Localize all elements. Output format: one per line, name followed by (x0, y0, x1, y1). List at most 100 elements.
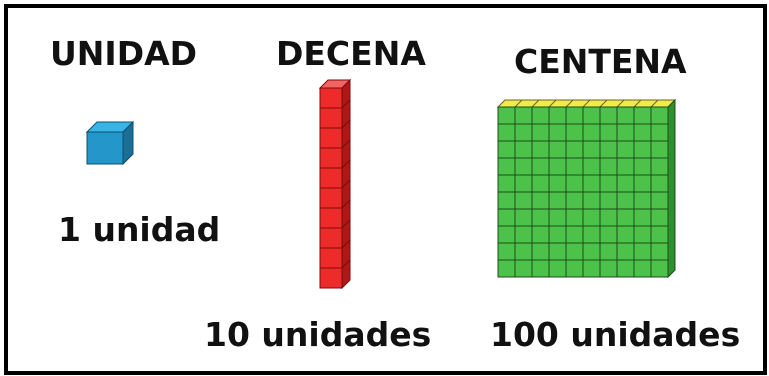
hundred-flat-cell (616, 225, 635, 244)
hundred-flat-top-line (582, 99, 591, 108)
hundred-flat-cell (650, 157, 669, 176)
hundred-flat-cell (633, 123, 652, 142)
hundred-flat-cell (497, 174, 516, 193)
hundred-flat-cell (616, 123, 635, 142)
hundred-flat-cell (616, 174, 635, 193)
hundred-flat (496, 98, 677, 279)
hundred-flat-cell (633, 208, 652, 227)
hundred-flat-cell (565, 242, 584, 261)
hundred-flat-cell (599, 174, 618, 193)
hundred-flat-cell (514, 123, 533, 142)
hundred-flat-cell (497, 157, 516, 176)
hundred-flat-top-line (599, 99, 608, 108)
hundred-flat-cell (599, 123, 618, 142)
heading-centena: CENTENA (514, 42, 687, 81)
hundred-flat-cell (599, 140, 618, 159)
hundred-flat-cell (616, 259, 635, 278)
hundred-flat-cell (531, 191, 550, 210)
hundred-flat-cell (650, 242, 669, 261)
caption-centena: 100 unidades (490, 315, 741, 354)
hundred-flat-top-line (531, 99, 540, 108)
hundred-flat-cell (582, 208, 601, 227)
hundred-flat-cell (531, 225, 550, 244)
ten-rod-cube-side (341, 258, 351, 290)
hundred-flat-top-line (548, 99, 557, 108)
hundred-flat-cell (582, 123, 601, 142)
hundred-flat-cell (650, 106, 669, 125)
ten-rod-cube (319, 247, 343, 269)
caption-decena: 10 unidades (204, 315, 432, 354)
hundred-flat-cell (565, 208, 584, 227)
hundred-flat-top-line (633, 99, 642, 108)
hundred-flat-cell (497, 140, 516, 159)
hundred-flat-cell (633, 242, 652, 261)
hundred-flat-cell (633, 174, 652, 193)
hundred-flat-cell (531, 123, 550, 142)
hundred-flat-cell (565, 106, 584, 125)
hundred-flat-cell (565, 123, 584, 142)
hundred-flat-cell (548, 174, 567, 193)
caption-unidad: 1 unidad (58, 210, 221, 249)
hundred-flat-side (667, 98, 676, 279)
ten-rod-cube (319, 127, 343, 149)
hundred-flat-cell (616, 106, 635, 125)
hundred-flat-cell (582, 242, 601, 261)
hundred-flat-cell (650, 208, 669, 227)
unit-cube-front (86, 131, 124, 165)
hundred-flat-cell (582, 106, 601, 125)
hundred-flat-cell (650, 140, 669, 159)
hundred-flat-cell (565, 191, 584, 210)
ten-rod-cube (319, 207, 343, 229)
hundred-flat-cell (548, 191, 567, 210)
hundred-flat-cell (531, 242, 550, 261)
ten-rod (318, 78, 352, 290)
hundred-flat-cell (531, 106, 550, 125)
hundred-flat-cell (616, 191, 635, 210)
hundred-flat-cell (582, 259, 601, 278)
hundred-flat-cell (497, 123, 516, 142)
hundred-flat-cell (531, 140, 550, 159)
ten-rod-cube (319, 187, 343, 209)
hundred-flat-cell (565, 157, 584, 176)
hundred-flat-cell (548, 106, 567, 125)
hundred-flat-cell (531, 157, 550, 176)
hundred-flat-cell (650, 191, 669, 210)
hundred-flat-cell (531, 208, 550, 227)
hundred-flat-cell (514, 191, 533, 210)
hundred-flat-cell (582, 174, 601, 193)
hundred-flat-top-line (616, 99, 625, 108)
hundred-flat-cell (633, 157, 652, 176)
hundred-flat-cell (633, 259, 652, 278)
hundred-flat-cell (497, 242, 516, 261)
hundred-flat-cell (650, 174, 669, 193)
hundred-flat-cell (548, 242, 567, 261)
hundred-flat-cell (514, 208, 533, 227)
hundred-flat-cell (582, 225, 601, 244)
hundred-flat-cell (548, 123, 567, 142)
ten-rod-cube (319, 227, 343, 249)
hundred-flat-cell (582, 157, 601, 176)
hundred-flat-cell (497, 208, 516, 227)
hundred-flat-cell (514, 157, 533, 176)
hundred-flat-cell (633, 191, 652, 210)
hundred-flat-cell (599, 259, 618, 278)
hundred-flat-cell (548, 140, 567, 159)
hundred-flat-cell (514, 259, 533, 278)
hundred-flat-cell (582, 140, 601, 159)
ten-rod-cube (319, 167, 343, 189)
hundred-flat-cell (514, 140, 533, 159)
hundred-flat-cell (633, 225, 652, 244)
hundred-flat-cell (599, 191, 618, 210)
ten-rod-cube (319, 107, 343, 129)
hundred-flat-cell (616, 242, 635, 261)
hundred-flat-cell (514, 242, 533, 261)
ten-rod-cube (319, 87, 343, 109)
hundred-flat-cell (599, 106, 618, 125)
hundred-flat-cell (565, 259, 584, 278)
hundred-flat-cell (565, 140, 584, 159)
hundred-flat-cell (497, 191, 516, 210)
hundred-flat-cell (616, 140, 635, 159)
hundred-flat-cell (650, 123, 669, 142)
hundred-flat-cell (650, 259, 669, 278)
hundred-flat-cell (514, 106, 533, 125)
